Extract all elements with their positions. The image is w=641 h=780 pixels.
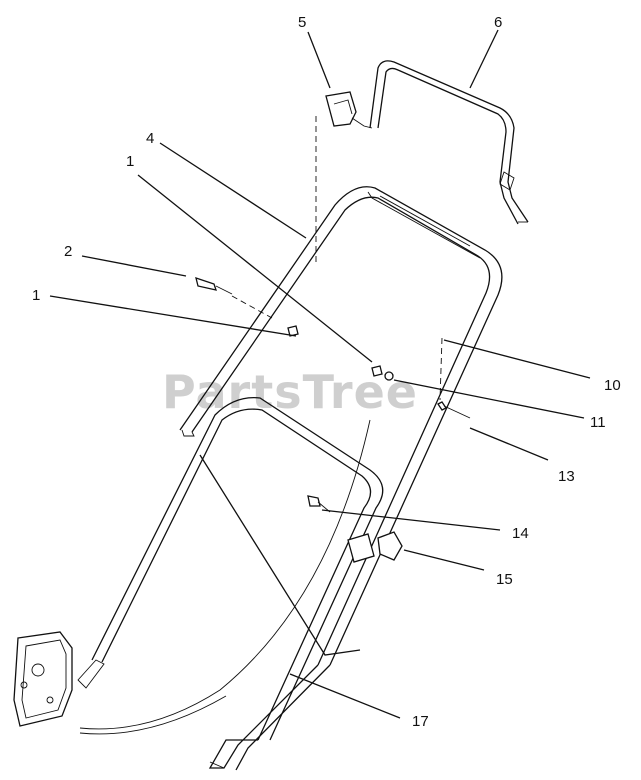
callout-4: 4	[146, 130, 154, 147]
lower-handle	[91, 396, 384, 741]
lower-tube	[208, 664, 331, 771]
deck-bracket	[13, 631, 105, 727]
control-cable	[79, 419, 371, 730]
callout-17: 17	[412, 713, 429, 730]
callout-13: 13	[558, 468, 575, 485]
callout-15: 15	[496, 571, 513, 588]
callout-11: 11	[590, 414, 606, 431]
callout-1-upper: 1	[126, 153, 134, 170]
callout-14: 14	[512, 525, 529, 542]
leader-lines	[49, 29, 591, 719]
upper-handle	[179, 186, 503, 666]
control-bail	[369, 60, 529, 225]
switch-bracket	[325, 91, 373, 129]
fasteners	[195, 277, 471, 563]
callout-5: 5	[298, 14, 306, 31]
callout-10: 10	[604, 377, 621, 394]
control-cable-2	[79, 695, 227, 735]
callout-2: 2	[64, 243, 72, 260]
callouts: 5 6 4 1 2 1 10 11 13 14 15 17	[32, 14, 621, 730]
callout-1-lower: 1	[32, 287, 40, 304]
callout-6: 6	[494, 14, 502, 31]
